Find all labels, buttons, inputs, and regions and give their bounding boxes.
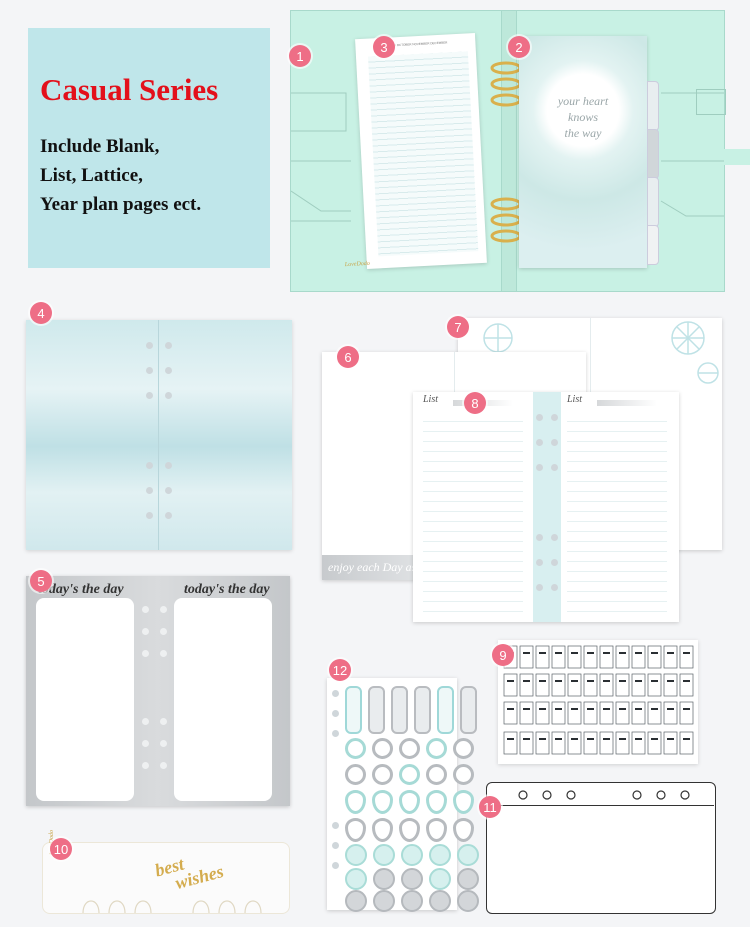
divider-tab-2 bbox=[647, 129, 659, 179]
divider-cover-page: your heart knows the way bbox=[519, 36, 647, 268]
bookmark-ruler: LoveDodo best wishes bbox=[42, 830, 290, 914]
cover-text-1: your heart bbox=[557, 94, 609, 108]
planner-product: SEPTEMBER OCTOBER NOVEMBER DECEMBER Love… bbox=[290, 10, 750, 292]
divider-tab-3 bbox=[647, 177, 659, 227]
list-heading-right: List bbox=[567, 394, 583, 405]
bookmark-clip-cutouts bbox=[82, 900, 262, 913]
decor-stickers-sheet bbox=[327, 678, 479, 912]
list-spine bbox=[533, 392, 561, 622]
planner-brand: LoveDodo bbox=[344, 260, 370, 269]
zip-pocket bbox=[486, 782, 716, 914]
badge-10: 10 bbox=[50, 838, 72, 860]
cover-text-2: knows bbox=[568, 110, 598, 124]
series-title: Casual Series bbox=[40, 72, 219, 107]
planner-pocket-lines bbox=[291, 92, 724, 222]
watercolor-blank-pages bbox=[26, 320, 292, 550]
cover-text-3: the way bbox=[564, 126, 602, 140]
label-stickers-sheet bbox=[498, 640, 698, 764]
badge-5: 5 bbox=[30, 570, 52, 592]
badge-3: 3 bbox=[373, 36, 395, 58]
badge-8: 8 bbox=[464, 392, 486, 414]
series-line-3: Year plan pages ect. bbox=[40, 194, 202, 215]
series-line-1: Include Blank, bbox=[40, 136, 160, 157]
label-grid bbox=[503, 645, 694, 755]
badge-4: 4 bbox=[30, 302, 52, 324]
year-plan-page: SEPTEMBER OCTOBER NOVEMBER DECEMBER Love… bbox=[345, 33, 487, 269]
quote-text: enjoy each Day as bbox=[328, 560, 417, 574]
todays-heading-right: today's the day bbox=[184, 582, 270, 597]
series-line-2: List, Lattice, bbox=[40, 165, 143, 186]
badge-9: 9 bbox=[492, 644, 514, 666]
divider-tab-1 bbox=[647, 81, 659, 131]
todays-heading-left: today's the day bbox=[38, 582, 124, 597]
badge-2: 2 bbox=[508, 36, 530, 58]
badge-11: 11 bbox=[479, 796, 501, 818]
list-pages: List List bbox=[413, 392, 679, 622]
badge-12: 12 bbox=[329, 659, 351, 681]
badge-6: 6 bbox=[337, 346, 359, 368]
planner-tab-strip bbox=[724, 149, 750, 165]
planner-closure-strap bbox=[696, 89, 726, 115]
list-heading-left: List bbox=[423, 394, 439, 405]
divider-tab-4 bbox=[647, 225, 659, 265]
info-box: Casual Series Include Blank, List, Latti… bbox=[28, 28, 270, 268]
badge-7: 7 bbox=[447, 316, 469, 338]
todays-pages: today's the day today's the day bbox=[26, 576, 290, 806]
badge-1: 1 bbox=[289, 45, 311, 67]
zip-pocket-holes bbox=[518, 790, 690, 800]
